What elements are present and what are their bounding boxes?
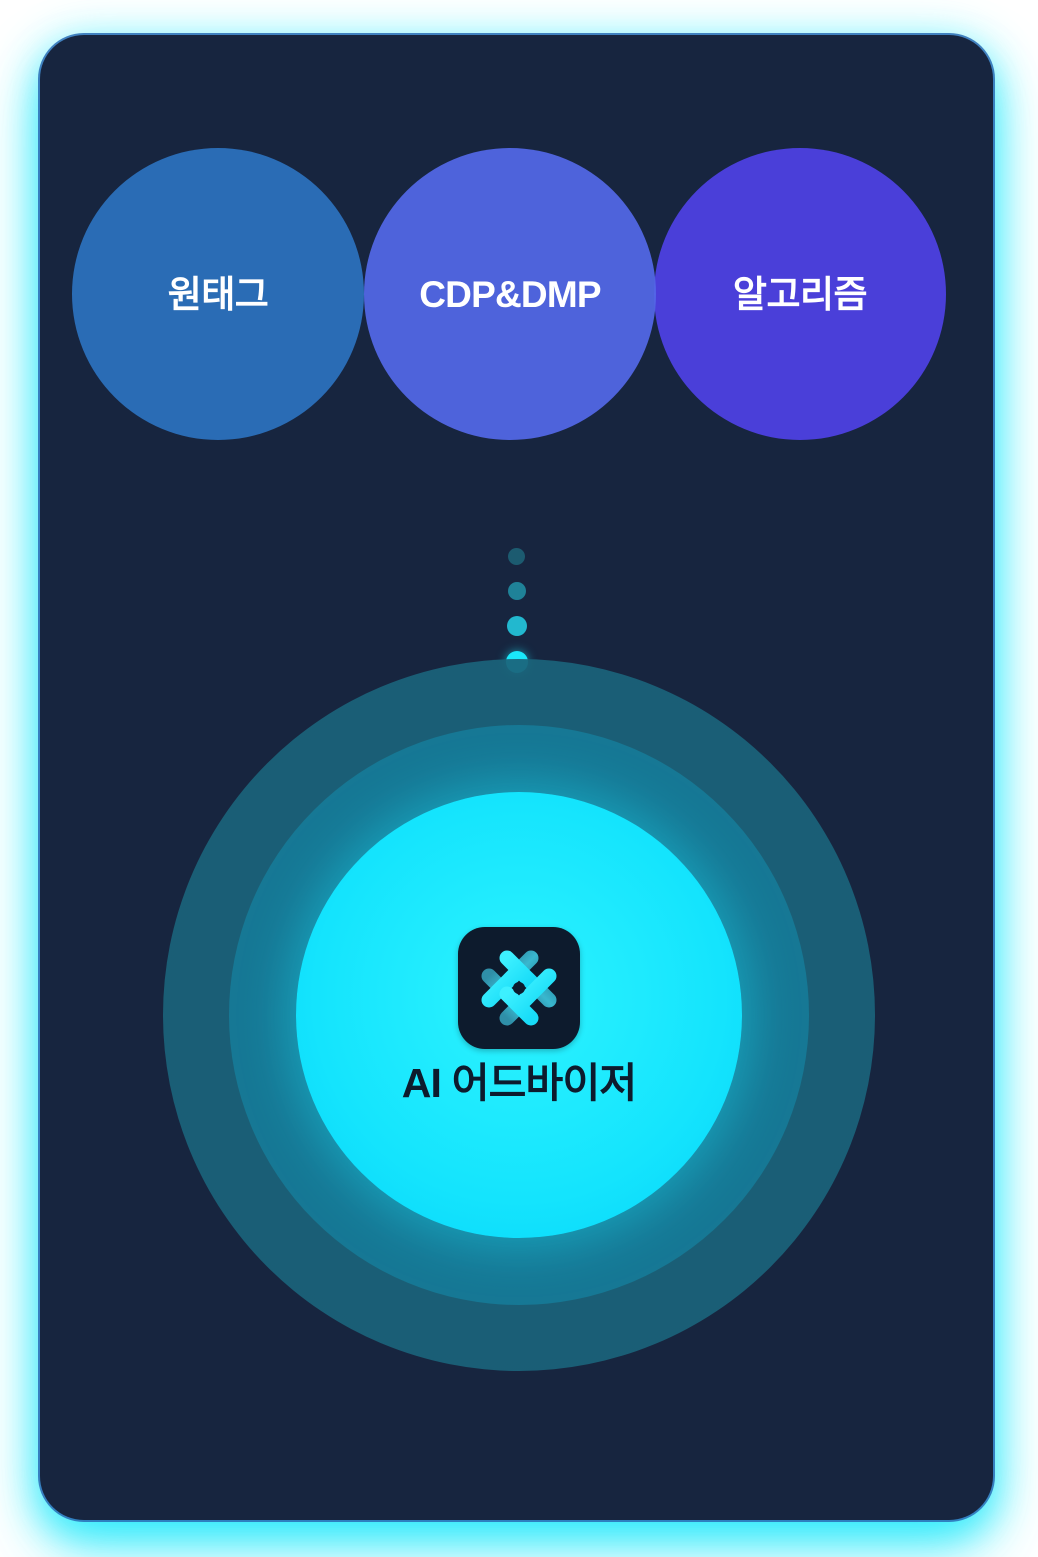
source-bubbles-group: 원태그 CDP&DMP 알고리즘 xyxy=(40,35,993,515)
orb-core[interactable]: AI 어드바이저 xyxy=(296,792,742,1238)
x-cross-logo-icon xyxy=(458,926,580,1049)
bubble-cdp-dmp[interactable]: CDP&DMP xyxy=(364,148,656,440)
connector-dot xyxy=(506,616,527,636)
ai-advisor-label: AI 어드바이저 xyxy=(401,1059,637,1106)
bubble-algorithm-label: 알고리즘 xyxy=(732,273,868,315)
connector-dot xyxy=(507,582,526,600)
diagram-card: 원태그 CDP&DMP 알고리즘 xyxy=(40,35,993,1520)
bubble-cdp-dmp-label: CDP&DMP xyxy=(419,273,601,315)
connector-dot xyxy=(508,548,525,565)
bubble-onetag[interactable]: 원태그 xyxy=(72,148,364,440)
bubble-onetag-label: 원태그 xyxy=(167,273,269,315)
bubble-algorithm[interactable]: 알고리즘 xyxy=(654,148,946,440)
flow-connector-dots xyxy=(40,513,993,683)
